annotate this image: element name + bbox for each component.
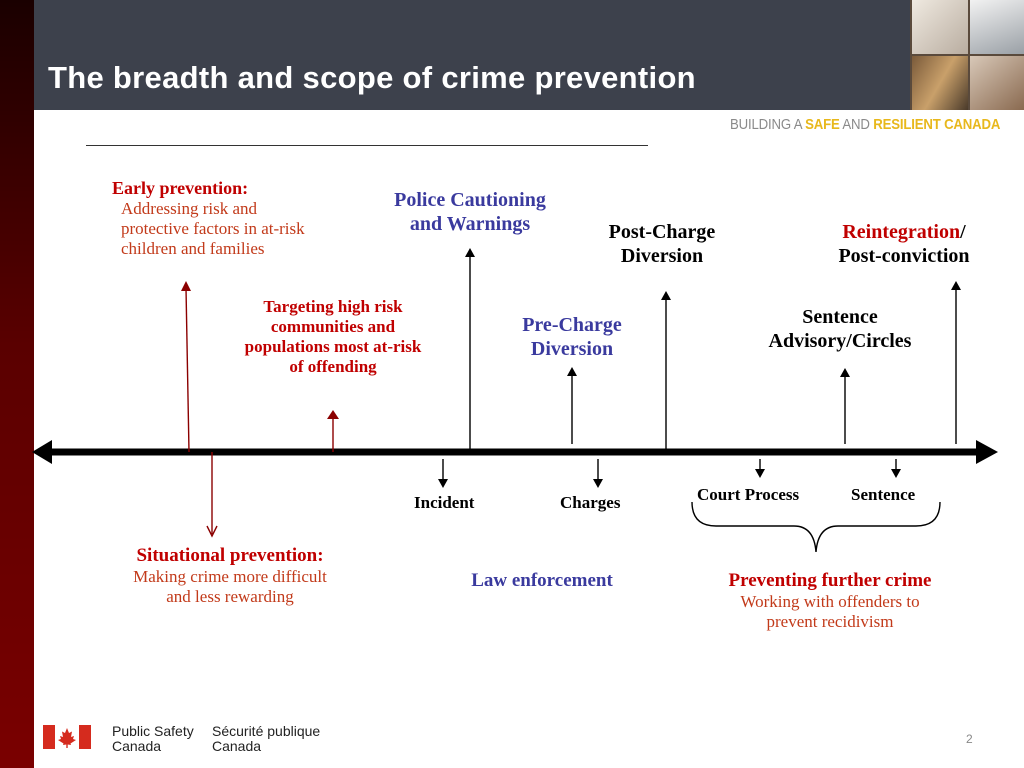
early-prevention-body-2: protective factors in at-risk bbox=[121, 219, 305, 239]
footer-english-line-2: Canada bbox=[112, 737, 162, 754]
police-cautioning-label: Police Cautioning and Warnings bbox=[360, 189, 580, 236]
reintegration-word: Reintegration bbox=[842, 221, 961, 243]
police-cautioning-line-1: Police Cautioning bbox=[394, 189, 546, 211]
sentence-advisory-line-2: Advisory/Circles bbox=[768, 329, 912, 352]
preventing-further-crime-body-2: prevent recidivism bbox=[766, 612, 894, 632]
targeting-line-1: Targeting high risk bbox=[263, 297, 403, 316]
footer-english-name: Public Safety Canada bbox=[112, 724, 194, 753]
footer-french-line-1: Sécurité publique bbox=[212, 723, 321, 739]
timeline-left-arrowhead bbox=[32, 440, 52, 464]
tagline: BUILDING A SAFE AND RESILIENT CANADA bbox=[730, 116, 1001, 133]
photo-child-image bbox=[970, 56, 1024, 110]
reintegration-slash: / bbox=[960, 221, 966, 243]
post-charge-line-2: Diversion bbox=[620, 244, 704, 267]
canada-flag-icon bbox=[43, 725, 91, 749]
situational-prevention-title: Situational prevention: bbox=[136, 545, 324, 566]
title-divider bbox=[86, 145, 648, 146]
slide-title: The breadth and scope of crime preventio… bbox=[48, 60, 696, 95]
left-sidebar-band bbox=[0, 0, 34, 768]
pre-charge-label: Pre-Charge Diversion bbox=[492, 314, 652, 361]
court-sentence-brace bbox=[691, 501, 941, 553]
court-process-label: Court Process bbox=[697, 485, 800, 504]
police-cautioning-line-2: and Warnings bbox=[409, 212, 531, 235]
early-prevention-arrow bbox=[185, 287, 190, 453]
preventing-further-crime-title: Preventing further crime bbox=[728, 570, 932, 591]
early-prevention-title: Early prevention: bbox=[112, 178, 249, 198]
post-charge-label: Post-Charge Diversion bbox=[580, 221, 744, 268]
photo-lock-image bbox=[912, 0, 968, 54]
sentence-advisory-label: Sentence Advisory/Circles bbox=[746, 306, 934, 353]
footer-french-line-2: Canada bbox=[212, 737, 262, 754]
early-prevention-block: Early prevention: Addressing risk and pr… bbox=[112, 178, 362, 259]
situational-prevention-body-2: and less rewarding bbox=[166, 587, 294, 607]
sentence-label: Sentence bbox=[851, 485, 916, 504]
incident-label: Incident bbox=[414, 493, 475, 512]
targeting-line-2: communities and bbox=[270, 317, 396, 337]
pre-charge-line-2: Diversion bbox=[530, 337, 614, 360]
reintegration-label: Reintegration/ Post-conviction bbox=[804, 221, 1004, 268]
targeting-block: Targeting high risk communities and popu… bbox=[212, 297, 454, 377]
photo-winter-image bbox=[970, 0, 1024, 54]
targeting-line-4: of offending bbox=[289, 357, 377, 377]
targeting-line-3: populations most at-risk bbox=[244, 337, 422, 357]
header-bar bbox=[34, 0, 910, 110]
law-enforcement-label: Law enforcement bbox=[471, 570, 613, 591]
early-prevention-body-3: children and families bbox=[121, 239, 265, 259]
situational-prevention-block: Situational prevention: Making crime mor… bbox=[96, 545, 364, 608]
early-prevention-body-1: Addressing risk and bbox=[121, 199, 257, 219]
page-number: 2 bbox=[966, 732, 973, 746]
sentence-advisory-line-1: Sentence bbox=[802, 306, 878, 328]
photo-crowd-image bbox=[912, 56, 968, 110]
photo-collage bbox=[910, 0, 1024, 110]
footer-french-name: Sécurité publique Canada bbox=[212, 724, 320, 753]
preventing-further-crime-block: Preventing further crime Working with of… bbox=[690, 570, 970, 633]
pre-charge-line-1: Pre-Charge bbox=[522, 314, 622, 336]
footer-english-line-1: Public Safety bbox=[112, 723, 194, 739]
timeline-right-arrowhead bbox=[976, 440, 998, 464]
situational-prevention-body-1: Making crime more difficult bbox=[133, 567, 327, 587]
preventing-further-crime-body-1: Working with offenders to bbox=[740, 592, 920, 612]
post-conviction-word: Post-conviction bbox=[838, 244, 970, 267]
charges-label: Charges bbox=[560, 493, 621, 512]
post-charge-line-1: Post-Charge bbox=[608, 221, 716, 243]
